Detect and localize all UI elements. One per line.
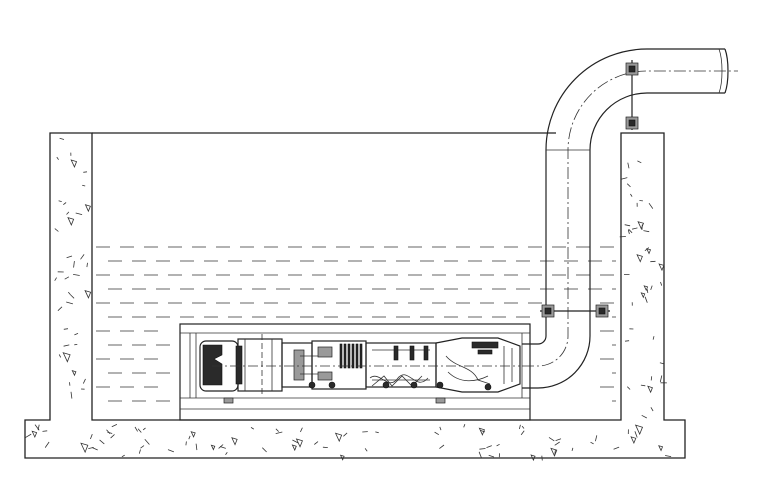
water-body <box>96 246 616 402</box>
coil-stripes <box>339 343 363 369</box>
flange-bolts <box>540 60 639 318</box>
pump-volute <box>435 337 521 393</box>
discharge-pipe <box>522 48 738 389</box>
concrete-hatch-icon <box>24 137 672 462</box>
basin-outline <box>24 132 686 459</box>
pipe-break-end <box>724 48 729 94</box>
support-pad-left <box>223 397 234 404</box>
support-pad-right <box>435 397 446 404</box>
volute-ring-top <box>471 341 499 349</box>
motor-flange-dark <box>235 345 243 385</box>
bolt-nut-icon <box>308 381 492 391</box>
cylinder-outer <box>179 323 531 421</box>
impeller-blade-1 <box>369 374 429 384</box>
pipe-elbow-icon <box>522 48 738 389</box>
seal-block <box>293 349 305 381</box>
pipe-outer-wall <box>522 48 725 345</box>
pump-motor-icon <box>199 334 283 396</box>
pipe-centerline <box>522 70 738 367</box>
horizontal-submersible-pump <box>199 334 521 396</box>
guide-cylinder <box>179 323 531 421</box>
concrete-basin <box>24 132 686 462</box>
motor-cap-shading <box>202 344 223 386</box>
